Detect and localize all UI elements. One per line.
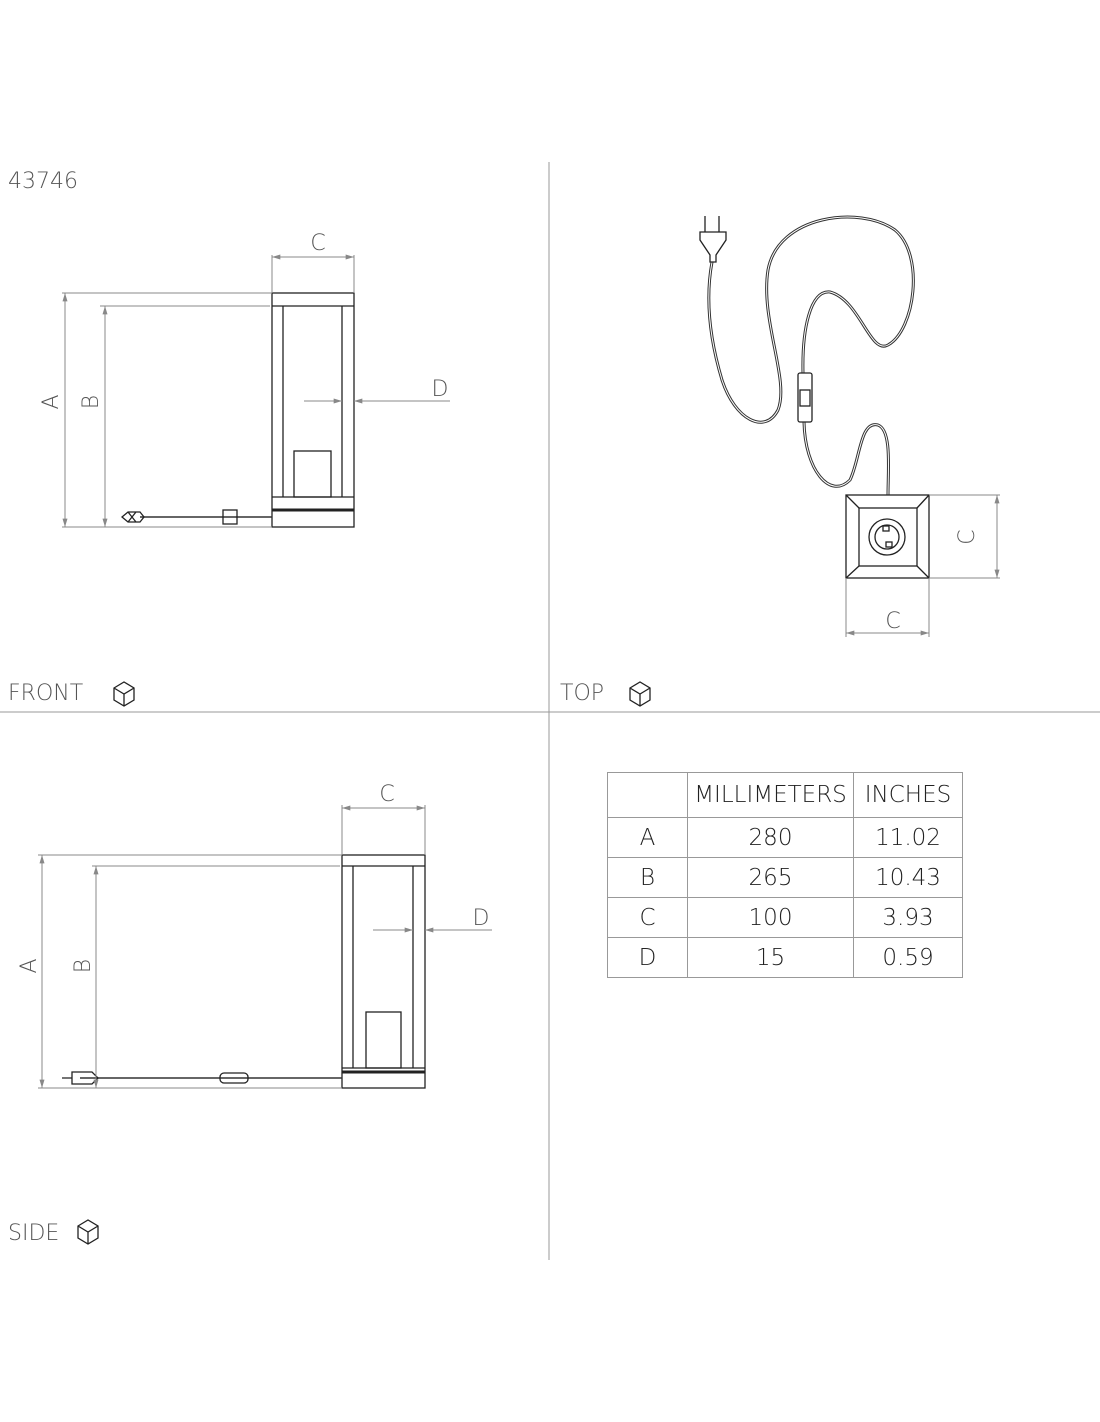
table-row: A 280 11.02 [607,817,963,858]
table-row: C 100 3.93 [607,897,963,938]
header-cell: MILLIMETERS [687,772,854,818]
top-view: C C [699,215,1000,637]
dimensions-table: MILLIMETERS INCHES A 280 11.02 B 265 10.… [607,772,963,978]
dim-label-c-horizontal: C [885,609,900,634]
dim-label-c: C [310,231,325,256]
side-view-cube-icon [77,1219,99,1245]
dim-mm: 265 [687,857,854,898]
side-view: A B C D [17,782,492,1089]
view-label-front: FRONT [8,681,83,706]
side-dim-label-b: B [71,959,96,973]
front-view-cube-icon [113,681,135,707]
dim-key: A [607,817,688,858]
dim-label-d: D [432,377,449,402]
dim-key: C [607,897,688,938]
dim-in: 11.02 [853,817,963,858]
side-dim-label-c: C [379,782,394,807]
dim-mm: 280 [687,817,854,858]
dim-in: 3.93 [853,897,963,938]
table-row: D 15 0.59 [607,937,963,978]
dim-mm: 15 [687,937,854,978]
view-label-top: TOP [560,681,604,706]
dim-in: 0.59 [853,937,963,978]
view-label-side: SIDE [8,1221,59,1246]
dim-label-a: A [39,394,64,409]
dim-label-c-vertical: C [955,529,980,544]
dim-label-b: B [79,395,104,409]
dim-mm: 100 [687,897,854,938]
header-cell [607,772,688,818]
top-view-cube-icon [629,681,651,707]
front-view: A B C D [39,231,450,528]
table-row: B 265 10.43 [607,857,963,898]
table-header-row: MILLIMETERS INCHES [607,772,963,818]
side-dim-label-a: A [17,958,42,973]
side-dim-label-d: D [473,906,490,931]
product-code: 43746 [8,169,78,194]
dim-key: B [607,857,688,898]
header-cell: INCHES [853,772,963,818]
dim-in: 10.43 [853,857,963,898]
dim-key: D [607,937,688,978]
